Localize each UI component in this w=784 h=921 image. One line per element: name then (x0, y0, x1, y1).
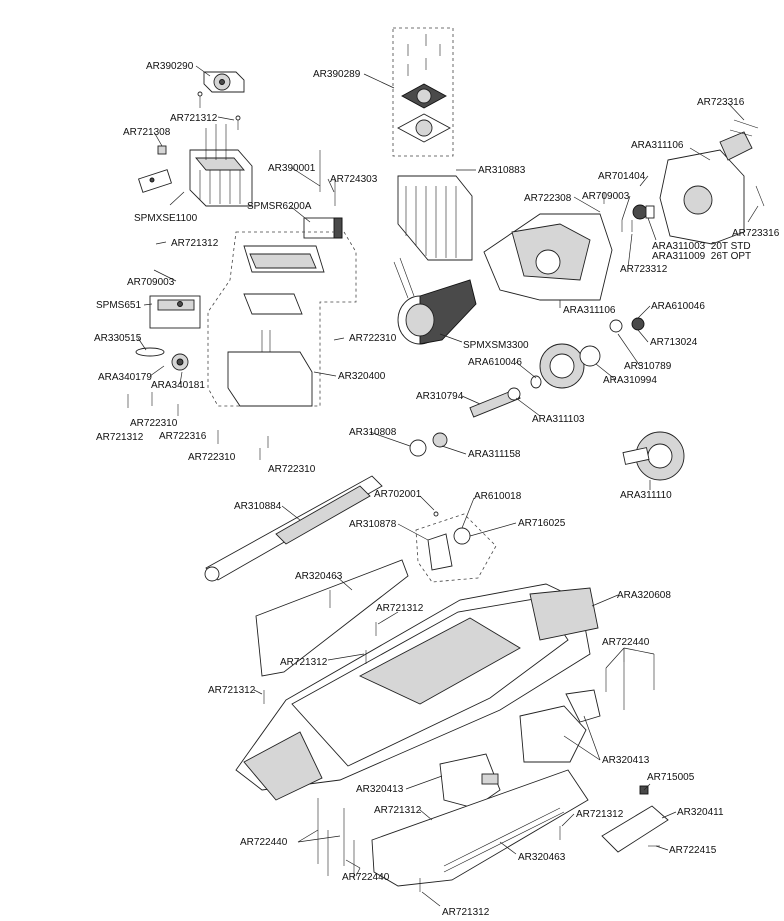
label-ar721312-chassis-a: AR721312 (376, 603, 424, 614)
label-ar721312-bottom-mid: AR721312 (374, 805, 422, 816)
label-ara311009: ARA311009 26T OPT (652, 251, 751, 262)
label-ar713024: AR713024 (650, 337, 698, 348)
gearbox-cover (659, 131, 753, 245)
label-ara311110: ARA311110 (620, 490, 672, 501)
label-ara610046-mid: ARA610046 (468, 357, 522, 368)
chassis-bottom-plate (371, 769, 589, 887)
label-ar320463-top: AR320463 (295, 571, 343, 582)
label-ar722415: AR722415 (669, 845, 717, 856)
label-ara311158: ARA311158 (468, 449, 521, 460)
label-ar721312-bottom-right: AR721312 (576, 809, 624, 820)
label-ar610018: AR610018 (474, 491, 522, 502)
label-ara311106-mid: ARA311106 (563, 305, 616, 316)
label-ar722316: AR722316 (159, 431, 207, 442)
label-ar721312-chassis-c: AR721312 (208, 685, 256, 696)
label-ar702001: AR702001 (374, 489, 422, 500)
label-ar721312-chassis-b: AR721312 (280, 657, 328, 668)
label-ara320608: ARA320608 (617, 590, 671, 601)
label-ar722310-a: AR722310 (130, 418, 178, 429)
label-ara310994: ARA310994 (603, 375, 657, 386)
esc-switch (138, 145, 172, 193)
label-ar721312-fan: AR721312 (170, 113, 218, 124)
label-ar716025: AR716025 (518, 518, 566, 529)
label-ar721308: AR721308 (123, 127, 171, 138)
label-ar320413-left: AR320413 (356, 784, 404, 795)
label-ar320463-bottom: AR320463 (518, 852, 566, 863)
spur-gear (539, 317, 645, 389)
label-ar310884: AR310884 (234, 501, 282, 512)
esc-body (189, 124, 253, 207)
label-ar722310-c: AR722310 (268, 464, 316, 475)
ara311009-note: 26T OPT (710, 251, 752, 262)
label-ar722440-left: AR722440 (240, 837, 288, 848)
fan-assembly (392, 27, 454, 157)
label-spmxsm3300: SPMXSM3300 (463, 340, 529, 351)
chassis-tub (235, 583, 599, 801)
chassis-posts (263, 622, 660, 892)
label-ar310878: AR310878 (349, 519, 397, 530)
ara311003-note: 20T STD (710, 241, 751, 252)
label-ar723316-top: AR723316 (697, 97, 745, 108)
label-ar320411: AR320411 (677, 807, 724, 818)
battery-trays (439, 689, 601, 809)
radio-box (207, 231, 357, 407)
label-ar701404: AR701404 (598, 171, 646, 182)
label-ar724303: AR724303 (330, 174, 378, 185)
label-ar390290: AR390290 (146, 61, 194, 72)
shaft-mount (415, 511, 497, 583)
center-driveshaft (204, 475, 383, 582)
label-ar330515: AR330515 (94, 333, 142, 344)
heatsink (397, 175, 473, 261)
gearbox-screws (603, 119, 765, 232)
label-spmsr6200a: SPMSR6200A (247, 201, 312, 212)
label-ar722440-right: AR722440 (602, 637, 650, 648)
label-ar390001: AR390001 (268, 163, 316, 174)
label-ara311106-top: ARA311106 (631, 140, 684, 151)
label-ar722308: AR722308 (524, 193, 572, 204)
pinion (632, 204, 655, 220)
label-ara340181: ARA340181 (151, 380, 205, 391)
servo-horn (135, 347, 189, 371)
label-ar320413-right: AR320413 (602, 755, 650, 766)
label-ar709003-left: AR709003 (127, 277, 175, 288)
label-ar721312-bottom: AR721312 (442, 907, 490, 918)
gearbox-plate (483, 213, 613, 301)
label-ar721312-servo: AR721312 (96, 432, 144, 443)
label-ar723316-right: AR723316 (732, 228, 780, 239)
leader-lines (137, 65, 759, 907)
label-ar721312-left: AR721312 (171, 238, 219, 249)
esc-fan (203, 71, 245, 93)
label-ar310794: AR310794 (416, 391, 464, 402)
bearings (409, 432, 448, 457)
label-ara340179: ARA340179 (98, 372, 152, 383)
ara311009-part: ARA311009 (652, 251, 706, 262)
label-ara311003: ARA311003 20T STD (652, 241, 751, 252)
ara311003-part: ARA311003 (652, 241, 706, 252)
label-ar310808: AR310808 (349, 427, 397, 438)
receiver (303, 217, 343, 239)
side-guard (255, 559, 409, 677)
label-ar320400: AR320400 (338, 371, 386, 382)
antenna-tubes (319, 150, 336, 206)
label-ar390289: AR390289 (313, 69, 361, 80)
input-shaft (469, 375, 542, 418)
servo-screws (127, 392, 269, 460)
label-ar722440-bottom: AR722440 (342, 872, 390, 883)
label-ara311103: ARA311103 (532, 414, 585, 425)
label-ar722310-b: AR722310 (188, 452, 236, 463)
motor (393, 257, 477, 345)
label-ar715005: AR715005 (647, 772, 695, 783)
label-ar310789: AR310789 (624, 361, 672, 372)
label-ar310883: AR310883 (478, 165, 526, 176)
fan-screws (197, 91, 241, 130)
label-spms651: SPMS651 (96, 300, 142, 311)
servo (149, 295, 201, 329)
label-ar709003-right: AR709003 (582, 191, 630, 202)
label-spmxse1100: SPMXSE1100 (134, 213, 198, 224)
label-ar722310-box: AR722310 (349, 333, 397, 344)
slipper-clutch (622, 431, 685, 481)
label-ar723312: AR723312 (620, 264, 668, 275)
label-ara610046-right: ARA610046 (651, 301, 705, 312)
